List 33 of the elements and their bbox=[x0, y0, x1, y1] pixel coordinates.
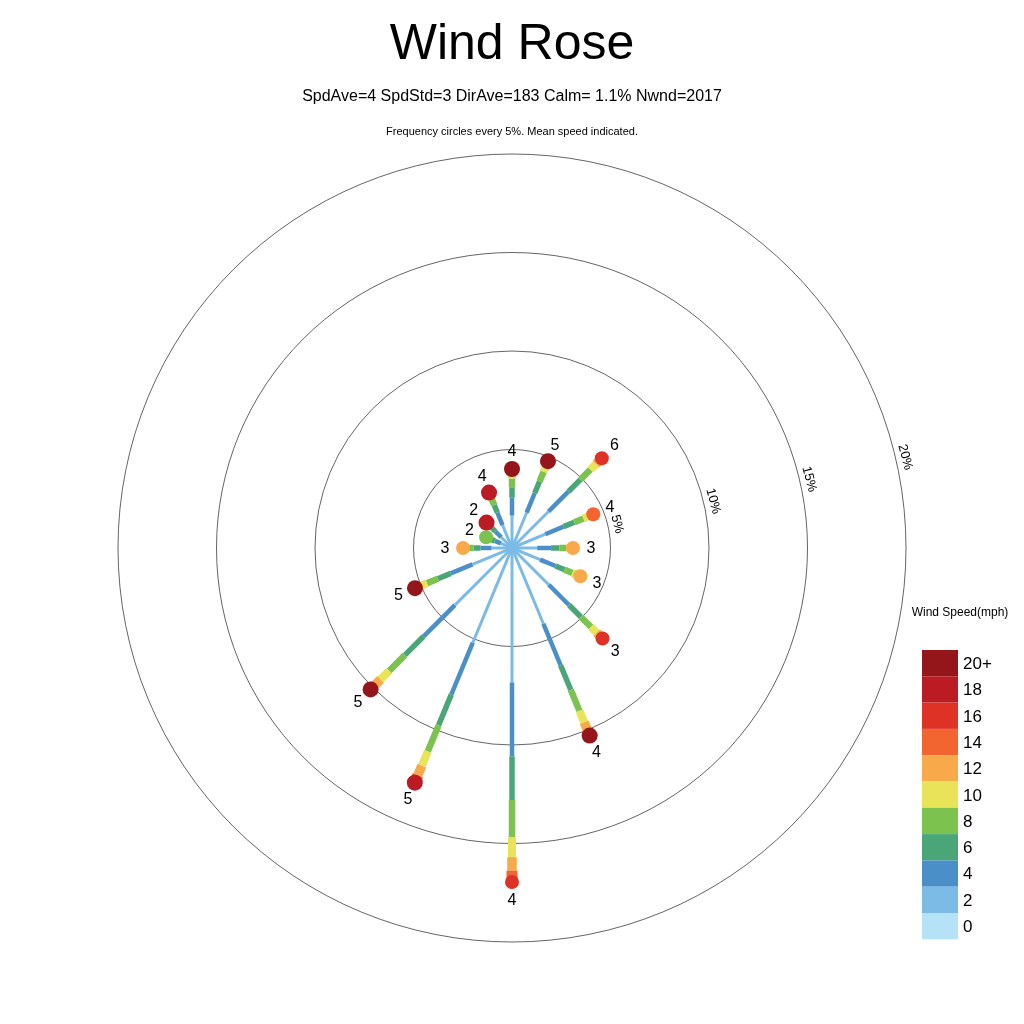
mean-speed-label: 5 bbox=[550, 436, 560, 453]
chart-title: Wind Rose bbox=[389, 17, 635, 67]
mean-speed-label: 2 bbox=[469, 501, 479, 518]
frequency-circle-label: 20% bbox=[896, 442, 916, 472]
mean-speed-label: 4 bbox=[477, 467, 487, 484]
mean-speed-label: 3 bbox=[440, 540, 450, 556]
legend-label: 12 bbox=[963, 760, 982, 778]
legend-label: 8 bbox=[963, 812, 973, 830]
mean-speed-label: 3 bbox=[610, 643, 620, 660]
legend-title: Wind Speed(mph) bbox=[911, 606, 1009, 618]
legend-label: 18 bbox=[963, 681, 982, 699]
mean-speed-label: 3 bbox=[586, 540, 596, 556]
mean-speed-label: 2 bbox=[465, 522, 474, 539]
frequency-circle-label: 15% bbox=[800, 465, 820, 494]
mean-speed-label: 6 bbox=[610, 437, 619, 454]
legend-label: 4 bbox=[963, 865, 973, 883]
mean-speed-label: 3 bbox=[592, 575, 602, 592]
frequency-circle-label: 10% bbox=[704, 487, 724, 516]
mean-speed-label: 5 bbox=[353, 694, 363, 711]
legend-label: 2 bbox=[963, 891, 973, 909]
mean-speed-label: 4 bbox=[507, 443, 517, 459]
legend-label: 10 bbox=[963, 786, 982, 804]
mean-speed-label: 4 bbox=[507, 892, 517, 908]
legend-label: 16 bbox=[963, 707, 982, 725]
mean-speed-label: 5 bbox=[403, 791, 413, 808]
note-text: Frequency circles every 5%. Mean speed indicated. bbox=[386, 125, 638, 137]
mean-speed-label: 4 bbox=[592, 744, 601, 761]
statistics-text: SpdAve=4 SpdStd=3 DirAve=183 Calm= 1.1% Nwnd=2017 bbox=[302, 88, 722, 104]
legend-label: 6 bbox=[963, 839, 973, 857]
mean-speed-label: 5 bbox=[393, 587, 403, 604]
legend-label: 14 bbox=[963, 733, 982, 751]
legend-label: 20+ bbox=[963, 655, 992, 672]
legend-label: 0 bbox=[963, 918, 973, 935]
